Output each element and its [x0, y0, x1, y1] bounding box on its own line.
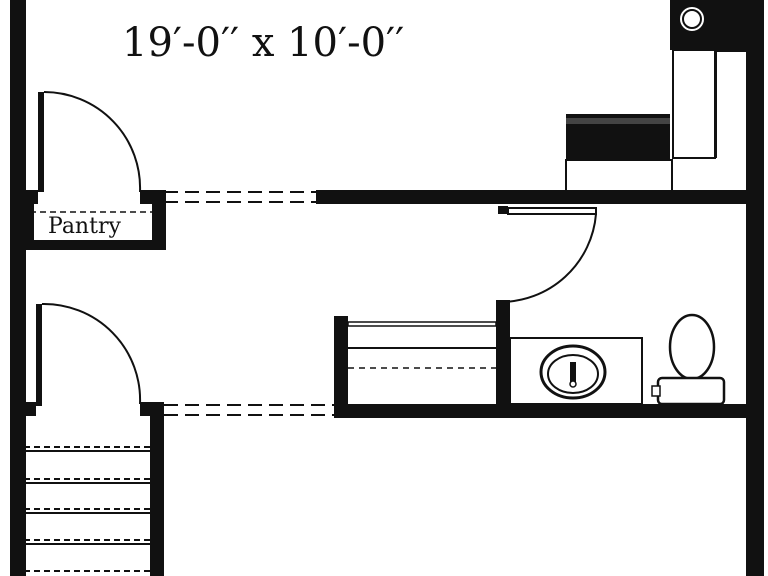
bathroom-door: [498, 206, 597, 304]
washer-dryer: [670, 0, 718, 50]
lower-interior-wall: [334, 404, 748, 418]
left-exterior-wall: [10, 0, 26, 576]
counter-unit: [565, 114, 673, 193]
lower-opening-dashed: [164, 404, 334, 416]
upper-interior-wall: [316, 190, 748, 204]
pantry: Pantry: [24, 200, 166, 250]
tall-cabinet: [672, 49, 716, 159]
right-exterior-wall: [746, 0, 764, 576]
toilet: [651, 313, 726, 406]
stairs: [24, 416, 164, 576]
bathroom-left-wall: [496, 300, 510, 416]
sink-vanity: [509, 337, 643, 405]
upper-opening-dashed: [164, 191, 316, 203]
top-right-wall-block: [716, 0, 748, 52]
toilet-bowl-icon: [668, 313, 716, 381]
closet-shelf: [334, 316, 497, 416]
pantry-door: [24, 90, 166, 204]
toilet-tank: [656, 376, 726, 406]
pantry-label: Pantry: [48, 214, 121, 239]
dimension-label: 19′-0′′ x 10′-0′′: [122, 20, 404, 66]
stair-door: [22, 302, 164, 416]
